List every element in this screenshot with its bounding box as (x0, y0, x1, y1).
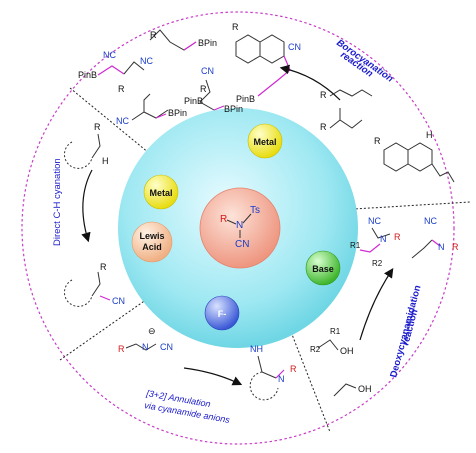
center-n: N (236, 220, 243, 231)
svg-text:NC: NC (424, 216, 437, 226)
svg-text:N: N (438, 242, 445, 252)
lewis-acid-sphere: Lewis Acid (131, 221, 173, 263)
svg-text:⊖: ⊖ (148, 326, 156, 336)
svg-text:Base: Base (312, 264, 334, 274)
center-reagent-circle (199, 187, 281, 269)
svg-text:BPin: BPin (224, 104, 243, 114)
svg-text:OH: OH (340, 346, 354, 356)
svg-text:F-: F- (218, 309, 227, 319)
metal-sphere-left: Metal (143, 174, 179, 210)
svg-text:CN: CN (112, 296, 125, 306)
svg-text:R2: R2 (372, 259, 383, 268)
fluoride-sphere: F- (204, 295, 240, 331)
svg-text:Metal: Metal (149, 188, 172, 198)
svg-text:R1: R1 (330, 327, 341, 336)
ch-cyanation-label: Direct C-H cyanation (52, 158, 63, 246)
svg-text:R: R (374, 136, 381, 146)
metal-sphere-top: Metal (247, 123, 283, 159)
outer-dashed-circle (21, 11, 455, 445)
svg-text:BPin: BPin (168, 108, 187, 118)
svg-text:CN: CN (288, 42, 301, 52)
svg-text:CN: CN (160, 342, 173, 352)
svg-text:R: R (200, 84, 207, 94)
svg-text:CN: CN (201, 66, 214, 76)
svg-text:R: R (320, 122, 327, 132)
svg-text:R: R (94, 122, 101, 132)
center-ts: Ts (250, 205, 260, 216)
svg-text:PinB: PinB (184, 96, 203, 106)
svg-text:N: N (142, 342, 149, 352)
ch-cyanation-sector: H R Direct C-H cyanation R CN (52, 122, 125, 307)
svg-text:NC: NC (368, 216, 381, 226)
svg-text:NC: NC (116, 116, 129, 126)
svg-text:R: R (452, 242, 459, 252)
svg-text:R2: R2 (310, 345, 321, 354)
svg-text:R1: R1 (350, 241, 361, 250)
svg-text:BPin: BPin (198, 38, 217, 48)
svg-text:H: H (102, 156, 109, 166)
svg-text:OH: OH (358, 384, 372, 394)
svg-text:NC: NC (140, 56, 153, 66)
svg-text:PinB: PinB (78, 70, 97, 80)
svg-text:NC: NC (103, 50, 116, 60)
svg-text:R: R (320, 90, 327, 100)
base-sphere: Base (305, 250, 341, 286)
svg-text:R: R (150, 30, 157, 40)
svg-text:Metal: Metal (253, 137, 276, 147)
center-cn: CN (235, 239, 249, 250)
svg-text:R: R (290, 364, 297, 374)
svg-text:R: R (394, 232, 401, 242)
svg-text:R: R (232, 22, 239, 32)
svg-text:R: R (100, 262, 107, 272)
svg-text:R: R (118, 344, 125, 354)
svg-text:N: N (278, 374, 285, 384)
svg-text:Acid: Acid (142, 242, 162, 252)
svg-text:Lewis: Lewis (139, 231, 164, 241)
center-r: R (220, 214, 227, 225)
svg-text:NH: NH (250, 344, 263, 354)
svg-text:PinB: PinB (236, 94, 255, 104)
svg-text:H: H (426, 130, 433, 140)
svg-text:N: N (380, 234, 387, 244)
svg-text:R: R (118, 84, 125, 94)
center-reagent: R N Ts CN (220, 205, 260, 250)
